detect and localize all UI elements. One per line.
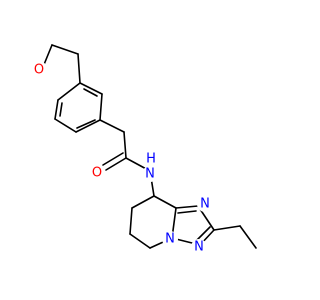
bond: [195, 226, 211, 242]
bond: [83, 88, 98, 97]
oxygen-furan: O: [31, 61, 47, 78]
nitrogen-triazole-lower: N: [191, 239, 207, 255]
bond: [129, 233, 151, 249]
atom-labels: O O N H N N N: [31, 61, 213, 255]
molecule-structure: O O N H N N N: [31, 44, 257, 255]
atom-label-n-amide: N: [145, 167, 155, 182]
oxygen-carbonyl: O: [89, 165, 105, 181]
bond: [102, 152, 124, 166]
bond: [213, 225, 241, 231]
nitrogen-bridge: N: [162, 231, 178, 247]
bond: [99, 93, 103, 121]
atom-label-n-bridge: N: [165, 232, 175, 247]
atom-label-o-furan: O: [34, 63, 44, 78]
bond: [57, 82, 81, 101]
bond: [51, 44, 79, 55]
nitrogen-triazole-upper: N: [197, 196, 213, 212]
atom-label-h-amide: H: [146, 152, 156, 167]
bonds: [42, 44, 257, 249]
bond: [75, 119, 101, 133]
bond: [77, 53, 81, 84]
atom-label-o-carbonyl: O: [92, 166, 102, 181]
bond: [54, 118, 77, 133]
bond: [129, 207, 133, 235]
bond: [99, 119, 125, 133]
bond: [131, 195, 155, 209]
bond: [123, 131, 127, 159]
nitrogen-amide: N H: [142, 152, 158, 182]
bond: [54, 99, 59, 120]
bond: [76, 119, 96, 129]
bond: [59, 102, 63, 117]
bond: [175, 205, 199, 209]
bond: [105, 157, 127, 171]
bond: [79, 82, 103, 95]
bond: [153, 195, 177, 209]
atom-label-n-triazole-upper: N: [200, 197, 210, 212]
atom-label-n-triazole-lower: N: [194, 240, 204, 255]
bond: [239, 225, 257, 249]
bond: [177, 210, 197, 214]
